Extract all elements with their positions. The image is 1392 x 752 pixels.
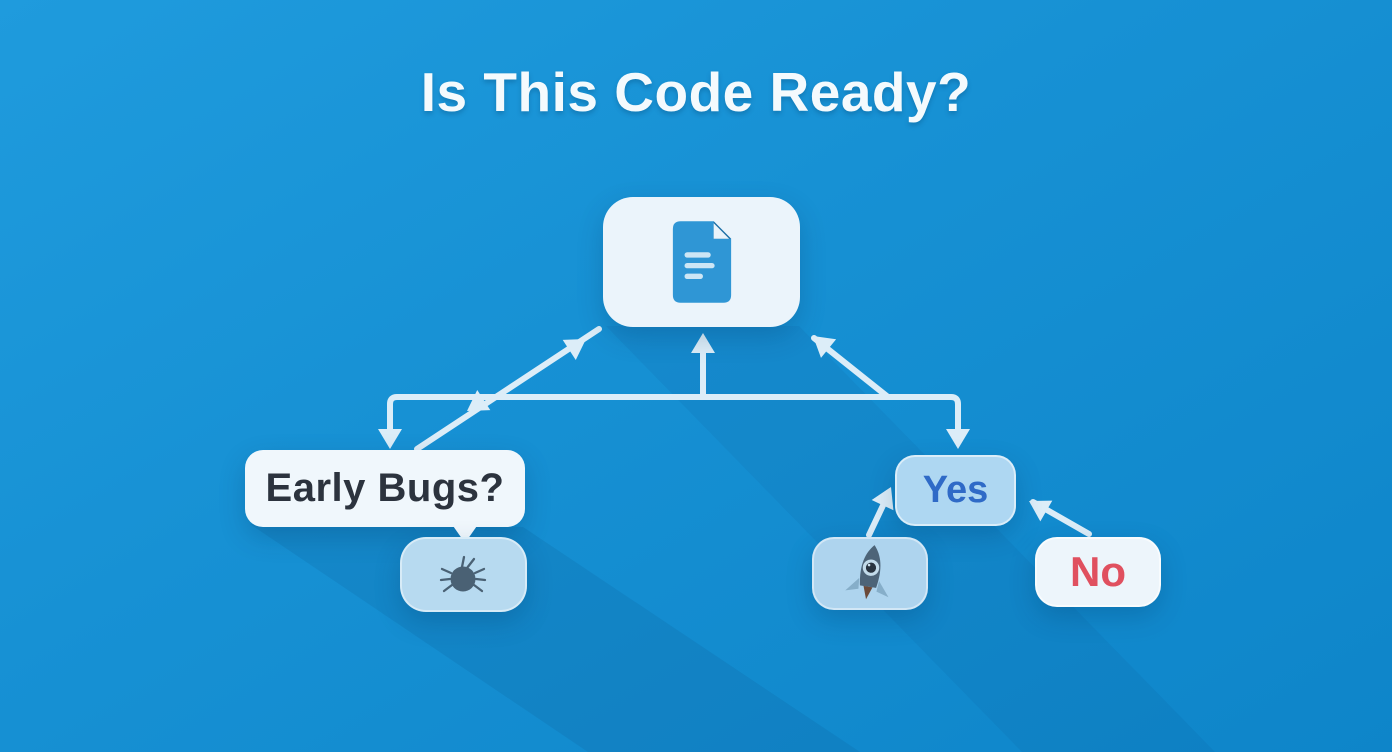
node-yes: Yes [895,455,1016,526]
node-no: No [1035,537,1161,607]
arrow-left-diagonal-line [414,326,602,452]
arrow-rocket-to-yes-line [866,494,890,538]
arrowhead-up-center [691,333,715,353]
page-title: Is This Code Ready? [420,61,972,123]
document-icon [672,221,731,303]
yes-label: Yes [922,469,989,511]
node-bug [400,537,527,612]
no-label: No [1070,548,1126,595]
arrowhead-diag-down-left [467,390,491,411]
node-early-bugs: Early Bugs? [245,450,525,527]
node-code-file [603,197,800,327]
arrowhead-down-right [946,429,970,449]
early-bugs-label: Early Bugs? [265,466,505,510]
arrowhead-down-left [378,429,402,449]
node-rocket [812,537,928,610]
arrowhead-diag-up-right [562,339,586,360]
arrowhead-no-to-yes [1029,500,1053,522]
arrow-bus-line [387,394,961,435]
arrowhead-diag-up-left [813,336,837,358]
rocket-icon [845,544,889,599]
arrow-no-to-yes-line [1030,499,1092,537]
arrow-right-diagonal-line [811,335,891,400]
bug-icon [439,555,486,592]
